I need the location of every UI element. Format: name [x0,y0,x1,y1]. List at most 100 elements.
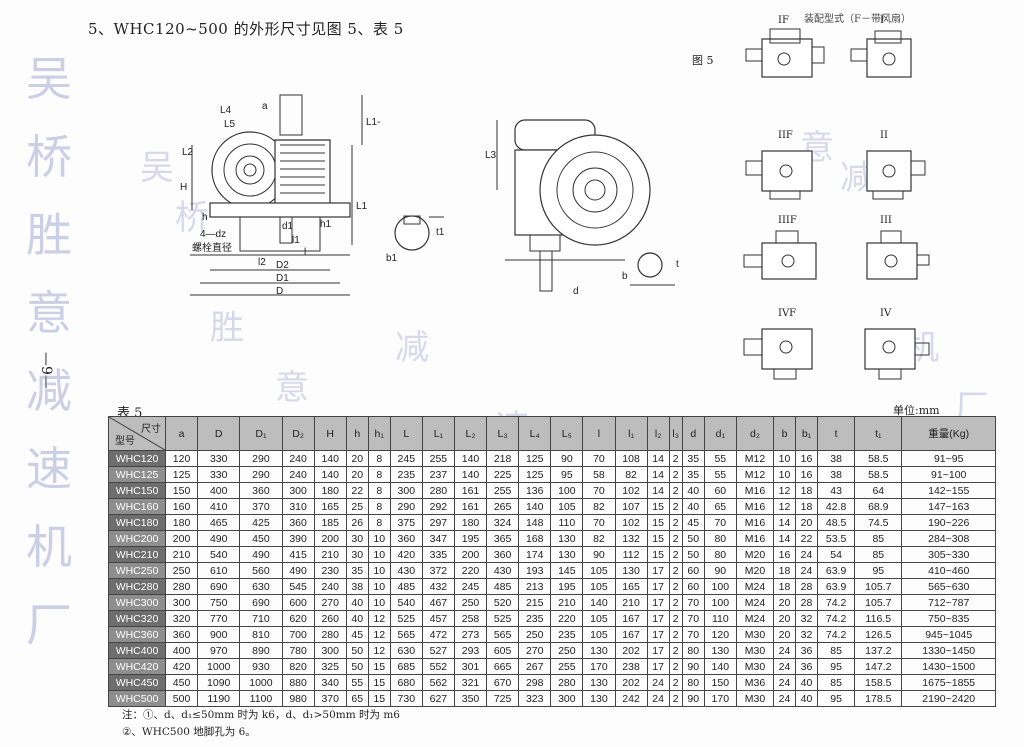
table-cell: 80 [681,642,705,659]
column-header: t₁ [854,416,903,451]
table-cell: 335 [421,546,455,563]
assembly-IV-icon [864,328,930,380]
table-cell: 1430~1500 [901,658,996,675]
table-cell: 130 [550,546,584,563]
table-cell: 85 [854,546,903,563]
table-cell: 1090 [197,674,241,691]
table-cell: 370 [239,498,283,515]
dim-label-D: D [276,286,283,297]
table-cell: 220 [453,562,488,579]
table-cell: 50 [681,530,705,547]
assembly-label-III: III [880,215,892,226]
column-header: L₅ [550,416,584,451]
column-header: 重量(Kg) [901,416,996,451]
table-cell: 430 [486,562,520,579]
table-cell: 390 [281,530,315,547]
table-cell: 174 [518,546,552,563]
table-cell: 90 [681,658,705,675]
assembly-label-IV: IV [880,308,892,319]
table-cell: 38 [345,578,369,595]
table-cell: 125 [164,466,199,483]
model-cell: WHC160 [108,498,166,515]
table-cell: 200 [313,530,347,547]
table-cell: M16 [735,482,775,499]
table-cell: 74.2 [816,610,856,627]
page-number: —9— [38,352,54,389]
table-cell: 450 [164,674,199,691]
table-cell: 147.2 [854,658,903,675]
table-cell: 290 [239,450,283,467]
dim-label-t1: t1 [436,227,445,238]
table-cell: 8 [367,482,391,499]
watermark-char: 减 [395,328,429,368]
table-cell: 2 [668,562,683,579]
table-cell: 85 [854,530,903,547]
table-cell: 250 [518,626,552,643]
assembly-label-IIIF: IIIF [778,215,797,226]
table-cell: 91~100 [901,466,996,483]
table-cell: 140 [453,466,488,483]
table-cell: 690 [197,578,241,595]
table-cell: 2 [668,578,683,595]
table-cell: 202 [614,642,648,659]
table-cell: 195 [453,530,488,547]
table-cell: 18 [773,562,797,579]
table-cell: 105 [582,626,616,643]
table-cell: 2 [668,466,683,483]
column-header: L₂ [453,416,488,451]
table-cell: 60 [681,562,705,579]
unit-label: 单位:mm [893,404,940,417]
table-cell: 2 [668,450,683,467]
table-cell: 1330~1450 [901,642,996,659]
shaft-section-drawing: t1 b1 [386,215,445,264]
table-cell: 40 [681,498,705,515]
table-cell: 24 [773,690,797,707]
table-cell: 53.5 [816,530,856,547]
model-cell: WHC280 [108,578,166,595]
model-cell: WHC150 [108,482,166,499]
table-cell: 2 [668,514,683,531]
table-cell: 230 [313,562,347,579]
table-cell: 210 [164,546,199,563]
table-cell: 150 [164,482,199,499]
table-cell: 323 [518,690,552,707]
assembly-IIIF-icon [743,230,817,280]
assembly-label-IVF: IVF [778,308,797,319]
watermark-vertical: 吴桥胜意减速机厂 [26,52,72,652]
table-cell: 136 [518,482,552,499]
table-cell: 293 [453,642,488,659]
table-cell: 120 [703,626,737,643]
table-cell: 970 [197,642,241,659]
table-cell: 161 [453,498,488,515]
table-cell: M16 [735,530,775,547]
table-cell: 325 [313,658,347,675]
table-cell: 690 [239,594,283,611]
corner-diagonal [109,417,165,450]
table-cell: 1675~1855 [901,674,996,691]
table-cell: 55 [703,450,737,467]
table-cell: M16 [735,498,775,515]
assembly-label-II: II [880,130,888,141]
table-cell: 10 [367,562,391,579]
table-cell: 2190~2420 [901,690,996,707]
table-cell: 310 [281,498,315,515]
table-cell: 10 [367,578,391,595]
table-cell: 112 [614,546,648,563]
table-cell: 20 [795,514,818,531]
table-cell: 540 [197,546,241,563]
table-cell: 28 [795,578,818,595]
table-cell: 130 [703,642,737,659]
table-cell: 17 [646,578,670,595]
table-cell: 165 [614,578,648,595]
dim-label-h1: h1 [320,219,332,230]
table-cell: 24 [773,658,797,675]
table-cell: 20 [345,466,369,483]
model-cell: WHC360 [108,626,166,643]
corner-label-model: 型号 [115,436,135,447]
table-cell: 130 [550,530,584,547]
table-cell: 137.2 [854,642,903,659]
model-cell: WHC180 [108,514,166,531]
